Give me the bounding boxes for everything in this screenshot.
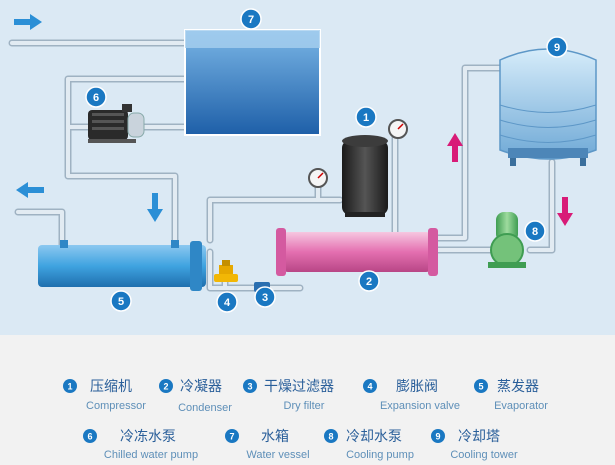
legend-badge [243,379,257,393]
legend-number: 4 [367,382,372,392]
legend-item: 9 冷却塔 Cooling tower [431,429,518,461]
legend-badge [63,379,77,393]
legend-label-en: Water vessel [246,449,309,461]
marker-number: 5 [118,296,124,308]
legend-item: 3 干燥过滤器 Dry filter [243,379,334,412]
marker-5: 5 [110,290,132,312]
legend-item: 8 冷却水泵 Cooling pump [324,429,414,461]
marker-number: 7 [248,14,254,26]
legend-item: 1 压缩机 Compressor [63,379,146,412]
pressure-gauge-icon [388,119,408,139]
legend-number: 8 [328,432,333,442]
legend-item: 5 蒸发器 Evaporator [474,379,548,412]
legend-badge [83,429,97,443]
marker-8: 8 [524,220,546,242]
legend-item: 2 冷凝器 Condenser [159,379,232,414]
legend-label-zh: 膨胀阀 [396,378,438,395]
legend-item: 6 冷冻水泵 Chilled water pump [83,428,198,461]
flow-arrows [14,14,573,226]
marker-7: 7 [240,8,262,30]
pressure-gauge-icon [308,168,328,188]
legend-label-zh: 水箱 [261,429,289,445]
legend-number: 2 [163,382,168,392]
marker-6: 6 [85,86,107,108]
legend-badge [159,379,173,393]
legend-label-zh: 冷冻水泵 [120,428,176,445]
chilled-water-pump [88,104,145,143]
marker-2: 2 [358,270,380,292]
legend-label-zh: 干燥过滤器 [264,379,334,395]
legend-badge [363,379,377,393]
marker-1: 1 [355,106,377,128]
arrow-down-icon [147,193,163,222]
marker-number: 9 [554,42,560,54]
legend-label-en: Compressor [86,400,146,412]
marker-9: 9 [546,36,568,58]
marker-number: 6 [93,92,99,104]
marker-number: 8 [532,226,538,238]
legend-label-zh: 冷却水泵 [346,429,402,445]
legend-badge [431,429,445,443]
legend-label-zh: 冷凝器 [180,379,222,395]
marker-number: 1 [363,112,369,124]
evaporator-shell [38,240,206,291]
legend-label-en: Evaporator [494,400,548,412]
legend-label-en: Cooling pump [346,449,414,461]
legend-badge [474,379,488,393]
legend-badge [225,429,239,443]
legend-background [0,335,615,465]
legend-number: 6 [87,432,92,442]
legend-label-zh: 蒸发器 [497,379,539,395]
marker-number: 3 [262,292,268,304]
pipes [8,39,556,292]
arrow-down-pink-icon [557,197,573,226]
legend-number: 3 [247,382,252,392]
arrow-left-icon [16,182,44,198]
legend-label-zh: 压缩机 [90,379,132,395]
arrow-up-icon [447,133,463,162]
legend-number: 5 [478,382,483,392]
legend-number: 9 [435,432,440,442]
legend-label-en: Chilled water pump [104,449,198,461]
legend-item: 7 水箱 Water vessel [225,429,310,461]
legend-number: 7 [229,432,234,442]
legend-label-en: Expansion valve [380,400,460,412]
cooling-pump [488,212,526,268]
marker-number: 2 [366,276,372,288]
compressor [342,135,388,217]
component-markers: 1 2 3 4 5 6 7 8 9 [85,8,568,313]
legend: 1 压缩机 Compressor 2 冷凝器 Condenser 3 干燥过滤器 Dry fil… [63,378,548,461]
arrow-right-icon [14,14,42,30]
legend-label-zh: 冷却塔 [458,429,500,445]
legend-number: 1 [67,382,72,392]
legend-item: 4 膨胀阀 Expansion valve [363,378,460,412]
legend-badge [324,429,338,443]
expansion-valve [214,260,238,282]
legend-label-en: Dry filter [284,400,325,412]
condenser-shell [276,228,438,276]
cooling-tower [499,48,597,166]
legend-label-en: Condenser [178,402,232,414]
water-vessel [184,29,321,136]
marker-3: 3 [254,286,276,308]
marker-number: 4 [224,297,231,309]
marker-4: 4 [216,291,238,313]
legend-label-en: Cooling tower [450,449,518,461]
